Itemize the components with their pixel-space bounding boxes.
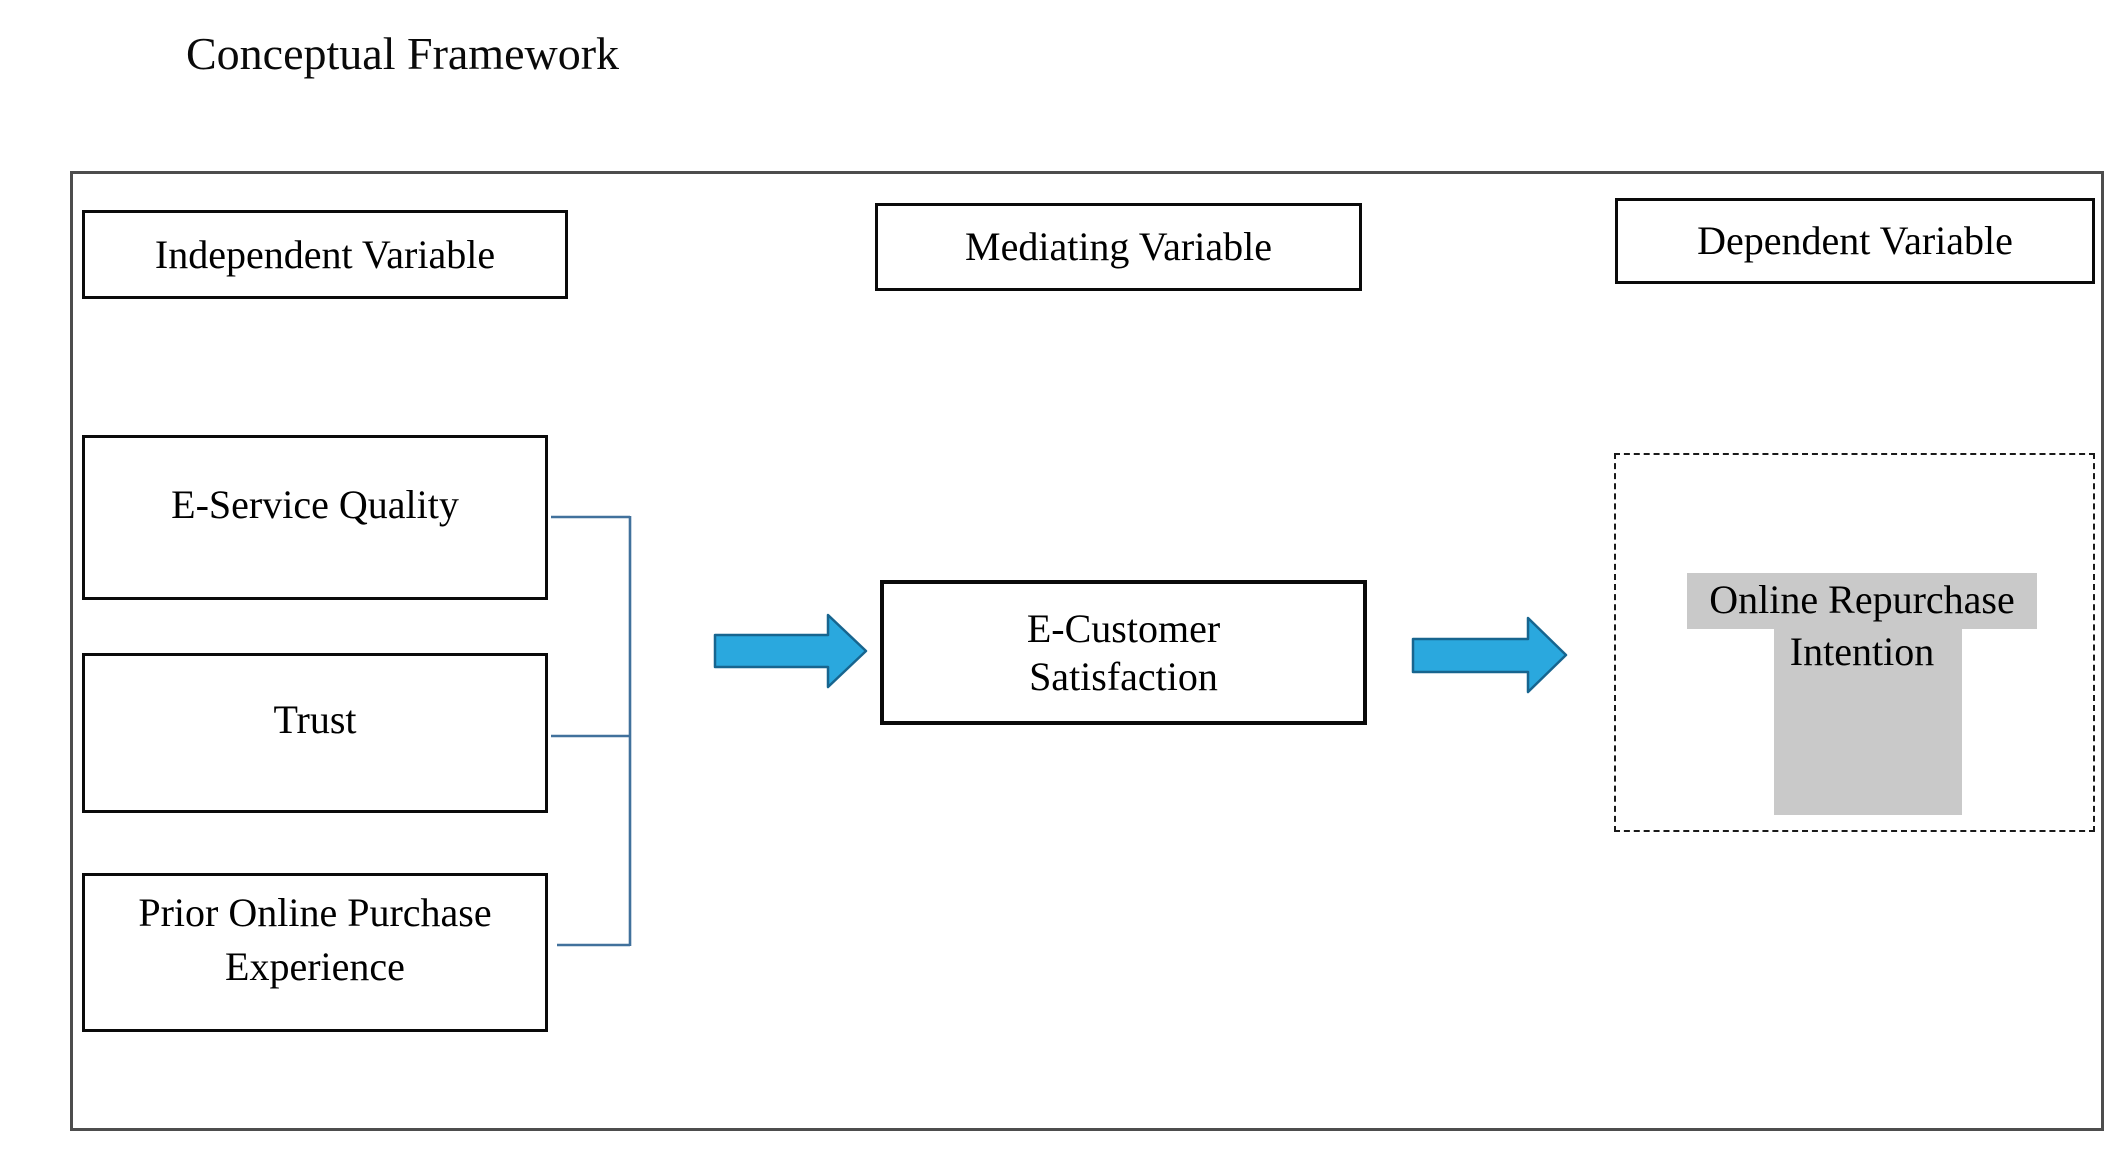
online-repurchase-intention-line1: Online Repurchase xyxy=(1709,577,2015,622)
independent-variable-header-box: Independent Variable xyxy=(82,210,568,299)
online-repurchase-intention-line2: Intention xyxy=(1789,629,1935,674)
e-customer-satisfaction-label-line1: E-Customer xyxy=(1026,605,1221,651)
mediating-variable-header-label: Mediating Variable xyxy=(965,224,1272,269)
prior-online-purchase-experience-label: Prior Online Purchase Experience xyxy=(138,889,492,989)
online-repurchase-intention-label: Online Repurchase Intention xyxy=(1687,574,2037,678)
highlight-column-shape xyxy=(1774,629,1962,815)
e-customer-satisfaction-box: E-Customer Satisfaction xyxy=(880,580,1367,725)
independent-variable-header-label: Independent Variable xyxy=(154,231,496,277)
trust-label: Trust xyxy=(273,697,357,742)
highlight-bar-shape xyxy=(1687,573,2037,629)
online-repurchase-intention-dashed-box: Online Repurchase Intention xyxy=(1614,453,2095,832)
e-customer-satisfaction-label-line2: Satisfaction xyxy=(1029,653,1218,699)
diagram-title: Conceptual Framework xyxy=(186,28,620,79)
framework-outer-frame xyxy=(70,171,2104,1131)
prior-online-purchase-experience-box: Prior Online Purchase Experience xyxy=(82,873,548,1032)
trust-box: Trust xyxy=(82,653,548,813)
e-service-quality-box: E-Service Quality xyxy=(82,435,548,600)
dependent-variable-header-box: Dependent Variable xyxy=(1615,198,2095,284)
mediating-variable-header-box: Mediating Variable xyxy=(875,203,1362,291)
e-service-quality-label: E-Service Quality xyxy=(171,481,459,527)
dependent-variable-header-label: Dependent Variable xyxy=(1697,218,2013,263)
